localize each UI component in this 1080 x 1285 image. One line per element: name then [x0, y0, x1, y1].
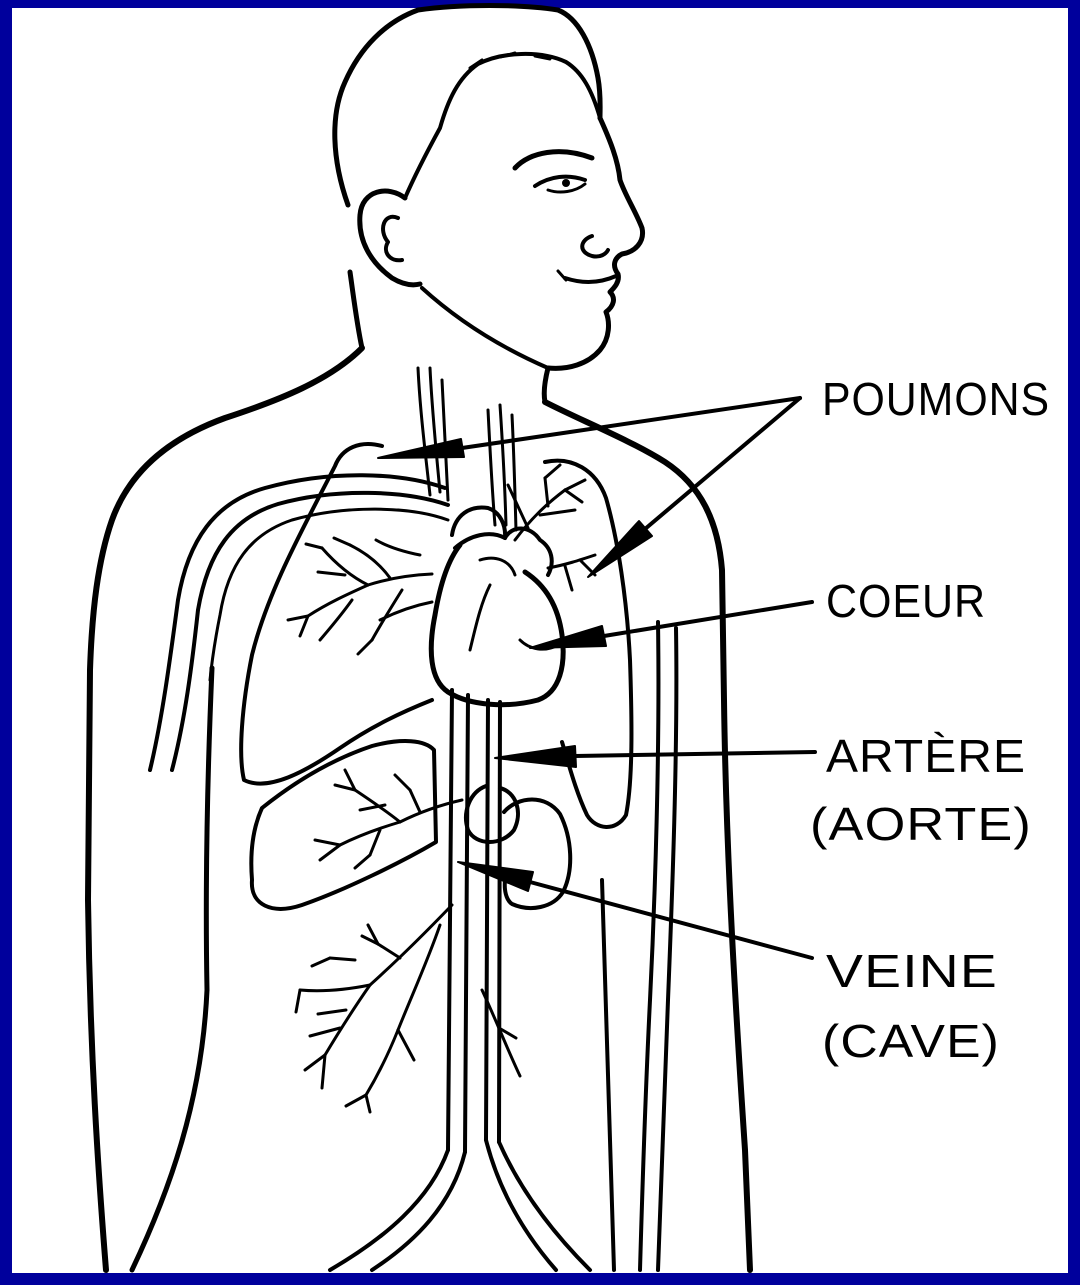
label-heart: COEUR — [826, 575, 986, 627]
vein-branch — [330, 958, 355, 960]
aorta — [499, 702, 500, 1142]
pupil — [563, 180, 569, 186]
aorta — [486, 700, 488, 1140]
label-vein: VEINE — [826, 945, 998, 997]
label-artery: ARTÈRE — [826, 730, 1026, 782]
diagram-background — [12, 8, 1068, 1273]
label-vein-note: (CAVE) — [822, 1015, 1000, 1067]
label-artery-note: (AORTE) — [810, 798, 1032, 850]
label-lungs: POUMONS — [822, 373, 1050, 425]
